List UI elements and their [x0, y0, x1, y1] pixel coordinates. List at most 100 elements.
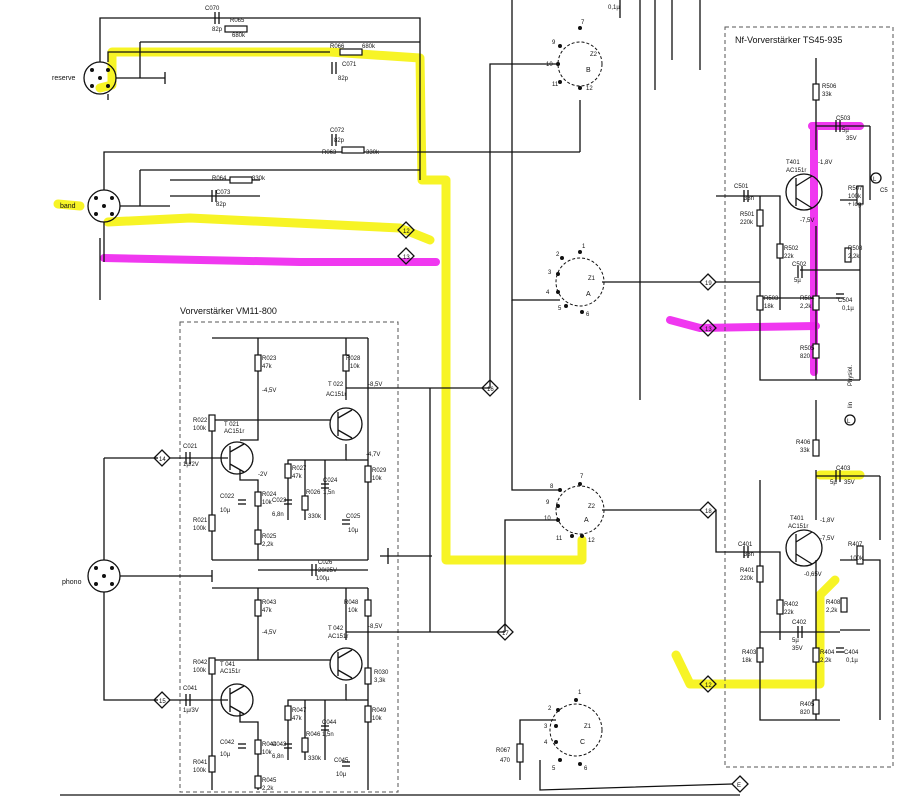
audio-amp-title: Nf-Vorverstärker TS45-935	[735, 35, 842, 45]
r403-resistor	[756, 647, 764, 663]
component-label: 5µ	[794, 278, 801, 284]
input-components	[211, 12, 365, 202]
r023-resistor	[254, 354, 262, 372]
component-label: 12	[705, 683, 712, 689]
component-label: T401	[790, 516, 804, 522]
component-label: C025	[346, 514, 361, 520]
component-label: Z2	[590, 52, 598, 58]
component-label: -1,8V	[818, 160, 832, 166]
component-label: A	[584, 517, 589, 524]
component-label: R406	[796, 440, 811, 446]
component-label: 0,1µ	[846, 658, 858, 664]
component-label: 3	[548, 270, 552, 276]
c026-capacitor: C026 20/25V 100µ	[258, 560, 368, 582]
component-label: R401	[740, 568, 755, 574]
component-label: 100k	[193, 426, 207, 432]
r067-resistor: R067 470	[496, 743, 524, 764]
r030-resistor	[364, 667, 372, 685]
component-label: C403	[836, 466, 851, 472]
r029-resistor	[364, 465, 372, 483]
component-label: 10k	[262, 750, 273, 756]
component-label: C401	[738, 542, 753, 548]
component-label: 100k	[193, 526, 207, 532]
component-label: 33k	[822, 92, 833, 98]
component-label: 2,2k	[262, 786, 274, 792]
component-label: 11	[552, 82, 559, 88]
component-label: 680k	[232, 33, 246, 39]
component-label: -7,5V	[800, 218, 814, 224]
r066-resistor	[339, 48, 363, 56]
component-label: 1,5n	[323, 490, 335, 496]
component-label: R046	[306, 732, 321, 738]
component-label: AC151r	[224, 429, 244, 435]
switch-z2-bottom: 7 8 9 10 11 12 Z2 A	[544, 474, 605, 544]
component-label: R403	[742, 650, 757, 656]
component-label: C043	[272, 742, 287, 748]
band-label: band	[60, 203, 76, 210]
component-label: 1	[578, 690, 582, 696]
component-label: C	[580, 739, 585, 746]
component-label: 6	[584, 766, 588, 772]
component-label: R029	[372, 468, 387, 474]
component-label: R025	[262, 534, 277, 540]
component-label: R064	[212, 176, 227, 182]
component-label: R044	[262, 742, 277, 748]
component-label: 470	[500, 758, 511, 764]
component-label: 35V	[844, 480, 855, 486]
component-label: 19	[705, 281, 712, 287]
component-label: 100k	[193, 668, 207, 674]
component-label: 3	[544, 724, 548, 730]
reserve-label: reserve	[52, 75, 75, 82]
component-label: AC151r	[328, 634, 348, 640]
component-label: T 042	[328, 626, 344, 632]
r045-resistor	[254, 775, 262, 789]
component-label: 11	[556, 536, 563, 542]
audio-amp-top-labels: R506 33k C503 5µ 35V T401 AC151r -1,8V -…	[734, 84, 888, 408]
component-label: 13	[705, 327, 712, 333]
component-label: T 021	[224, 422, 240, 428]
r022-resistor	[208, 414, 216, 432]
component-label: 9	[552, 40, 556, 46]
switch-z1-bottom: 1 2 3 4 5 6 Z1 C	[544, 690, 603, 772]
component-label: 1µ/2V	[183, 462, 199, 468]
component-label: R067	[496, 748, 511, 754]
t041-transistor	[220, 683, 254, 717]
component-label: -1,8V	[820, 518, 834, 524]
component-label: 18k	[742, 658, 753, 664]
component-label: C503	[836, 116, 851, 122]
t042-transistor	[329, 647, 363, 681]
component-label: 820	[800, 710, 811, 716]
component-label: 100k	[193, 768, 207, 774]
component-label: 35V	[792, 646, 803, 652]
component-label: AC151r	[788, 524, 808, 530]
component-label: 15	[159, 699, 166, 705]
component-label: 82p	[338, 76, 349, 82]
t401-bottom-transistor	[785, 529, 823, 567]
component-label: 10µ	[348, 528, 359, 534]
component-label: 82p	[334, 138, 345, 144]
component-label: 14	[159, 457, 166, 463]
component-label: R042	[193, 660, 208, 666]
phono-label: phono	[62, 579, 82, 586]
component-label: 10k	[348, 608, 359, 614]
component-label: 100µ	[316, 576, 330, 582]
preamp-stage2-labels: R043 47k R048 10k R042 100k C041 1µ/3V R…	[183, 600, 389, 792]
component-label: C502	[792, 262, 807, 268]
yellow-highlight-band-path	[103, 213, 435, 245]
component-label: R030	[374, 670, 389, 676]
component-label: R027	[292, 466, 307, 472]
component-label: 7	[581, 20, 585, 26]
r028-resistor	[342, 354, 350, 372]
audio-amp-top-components	[743, 83, 864, 359]
component-label: -4,5V	[262, 388, 276, 394]
component-label: R065	[230, 18, 245, 24]
component-label: 10k	[372, 716, 383, 722]
component-label: Physiol.	[848, 365, 854, 386]
component-label: R407	[848, 542, 863, 548]
component-label: Z1	[588, 276, 596, 282]
component-label: C044	[322, 720, 337, 726]
component-label: lin	[848, 402, 854, 408]
component-label: 100k	[850, 556, 864, 562]
component-label: 10k	[372, 476, 383, 482]
